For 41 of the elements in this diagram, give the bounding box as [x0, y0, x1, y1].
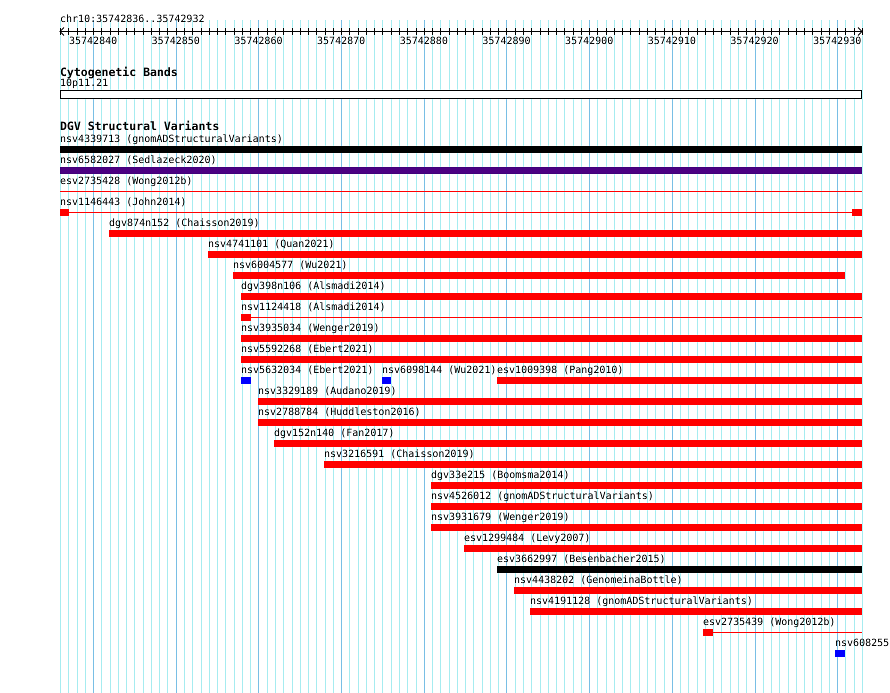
tick-label: 35742920 — [729, 36, 780, 48]
feature-label: nsv1124418 (Alsmadi2014) — [241, 302, 386, 314]
feature-label: dgv874n152 (Chaisson2019) — [109, 218, 260, 230]
tick-label: 35742880 — [398, 36, 449, 48]
feature-label: esv3662997 (Besenbacher2015) — [497, 554, 666, 566]
feature-label: nsv5632034 (Ebert2021) — [241, 365, 374, 377]
feature-label: nsv4741101 (Quan2021) — [208, 239, 334, 251]
tick-label: 35742890 — [481, 36, 532, 48]
feature-label: nsv3329189 (Audano2019) — [258, 386, 396, 398]
feature-label: nsv4438202 (GenomeinaBottle) — [514, 575, 683, 587]
tick-label: 35742840 — [68, 36, 118, 48]
tick-label: 35742930 — [812, 36, 862, 48]
track-title: DGV Structural Variants — [60, 120, 220, 133]
feature-label: nsv608255 — [835, 638, 890, 650]
feature-label: nsv4339713 (gnomADStructuralVariants) — [60, 134, 283, 146]
feature-label: nsv3935034 (Wenger2019) — [241, 323, 380, 335]
feature-label: nsv4191128 (gnomADStructuralVariants) — [530, 596, 753, 608]
tick-label: 35742870 — [316, 36, 366, 48]
feature-label: nsv6004577 (Wu2021) — [233, 260, 348, 272]
feature-label: nsv1146443 (John2014) — [60, 197, 186, 209]
feature-label: esv2735428 (Wong2012b) — [60, 176, 192, 188]
track-title: Cytogenetic Bands — [60, 66, 178, 79]
feature-label: dgv152n140 (Fan2017) — [274, 428, 394, 440]
feature-label: nsv4526012 (gnomADStructuralVariants) — [431, 491, 654, 503]
feature-label: nsv6582027 (Sedlazeck2020) — [60, 155, 217, 167]
tick-label: 35742850 — [150, 36, 201, 48]
feature-label: nsv6098144 (Wu2021) — [382, 365, 496, 377]
feature-label: dgv398n106 (Alsmadi2014) — [241, 281, 386, 293]
feature-label: nsv3216591 (Chaisson2019) — [324, 449, 475, 461]
coordinate-title: chr10:35742836..35742932 — [60, 14, 204, 26]
band-label: 10p11.21 — [60, 78, 108, 90]
tick-label: 35742900 — [564, 36, 614, 48]
feature-label: nsv2788784 (Huddleston2016) — [258, 407, 421, 419]
feature-label: nsv3931679 (Wenger2019) — [431, 512, 570, 524]
feature-label: esv1299484 (Levy2007) — [464, 533, 590, 545]
tick-label: 35742910 — [646, 36, 697, 48]
feature-label: dgv33e215 (Boomsma2014) — [431, 470, 570, 482]
tick-label: 35742860 — [233, 36, 284, 48]
feature-label: esv2735439 (Wong2012b) — [703, 617, 836, 629]
feature-label: nsv5592268 (Ebert2021) — [241, 344, 374, 356]
feature-label: esv1009398 (Pang2010) — [497, 365, 624, 377]
